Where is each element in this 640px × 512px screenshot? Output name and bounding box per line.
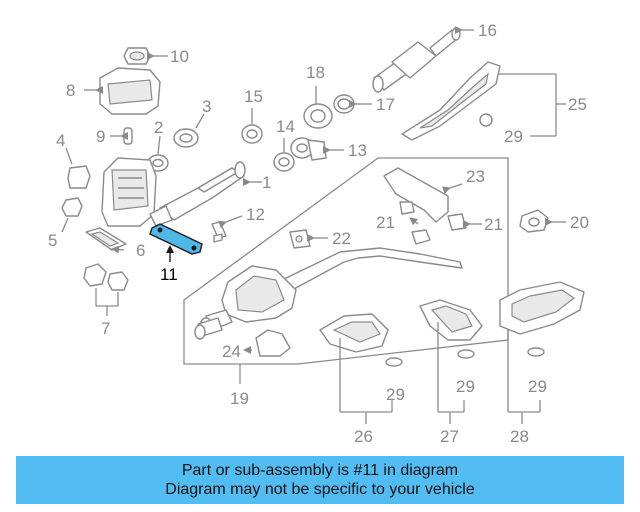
part-24-bracket[interactable] (243, 329, 291, 357)
part-18-flange[interactable] (303, 86, 333, 129)
part-6-plate[interactable] (85, 227, 127, 254)
callout-2: 2 (154, 118, 163, 137)
callout-24: 24 (222, 342, 241, 361)
part-28-shield[interactable] (499, 281, 585, 424)
part-12-bolt[interactable] (211, 215, 243, 243)
part-1-front-pipe[interactable] (149, 161, 262, 227)
part-21-hanger-left[interactable] (399, 201, 431, 245)
callout-9: 9 (96, 127, 105, 146)
callout-11: 11 (160, 265, 178, 284)
banner-line-1: Part or sub-assembly is #11 in diagram (181, 462, 459, 479)
callout-6: 6 (136, 241, 145, 260)
part-9-pin[interactable] (110, 127, 133, 145)
part-8-cover[interactable] (84, 67, 161, 115)
part-25-heat-shield[interactable] (401, 61, 566, 141)
callout-19: 19 (230, 389, 249, 408)
part-16-converter-pipe[interactable] (372, 26, 474, 93)
part-3-gasket[interactable] (173, 113, 205, 148)
part-20-sensor[interactable] (519, 209, 566, 233)
banner-line-2: Diagram may not be specific to your vehi… (165, 481, 475, 498)
callout-8: 8 (66, 81, 75, 100)
callout-17: 17 (376, 95, 395, 114)
part-27-shield[interactable] (419, 299, 483, 424)
part-2-gasket[interactable] (147, 135, 169, 172)
catalytic-converter[interactable] (101, 157, 157, 227)
callout-21-a: 21 (376, 213, 395, 232)
callout-22: 22 (332, 229, 351, 248)
part-4-bracket[interactable] (65, 147, 91, 189)
callout-29-a: 29 (504, 127, 523, 146)
callout-21-b: 21 (484, 215, 503, 234)
info-banner: Part or sub-assembly is #11 in diagram D… (16, 456, 624, 504)
part-17-gasket[interactable] (333, 94, 372, 114)
callout-13: 13 (348, 141, 367, 160)
part-5-grommet[interactable] (61, 197, 83, 233)
callout-29-b: 29 (386, 385, 405, 404)
part-10-nut[interactable] (123, 47, 168, 65)
group-19-outline (183, 157, 509, 365)
callout-27: 27 (440, 427, 459, 446)
part-26-shield[interactable] (319, 313, 403, 424)
part-11-bracket[interactable] (149, 223, 203, 262)
part-14-clamp[interactable] (273, 138, 295, 172)
callout-4: 4 (56, 131, 65, 150)
part-7-nuts[interactable] (83, 263, 129, 316)
part-13-clamp[interactable] (290, 137, 344, 161)
callout-20: 20 (570, 213, 589, 232)
callout-28: 28 (510, 427, 529, 446)
callout-25: 25 (568, 95, 587, 114)
part-23-bracket[interactable] (383, 167, 463, 223)
callout-14: 14 (276, 117, 295, 136)
callout-29-d: 29 (528, 377, 547, 396)
part-15-gasket[interactable] (241, 108, 263, 144)
callout-10: 10 (170, 47, 189, 66)
callout-1: 1 (262, 173, 271, 192)
callout-26: 26 (354, 427, 373, 446)
exhaust-parts-diagram: 10 8 9 3 2 4 5 (48, 21, 589, 446)
callout-3: 3 (202, 97, 211, 116)
callout-7: 7 (101, 319, 110, 338)
callout-18: 18 (306, 63, 325, 82)
callout-12: 12 (246, 205, 265, 224)
muffler-tailpipe[interactable] (194, 247, 463, 340)
callout-29-c: 29 (456, 377, 475, 396)
callout-23: 23 (466, 167, 485, 186)
part-22-hanger[interactable] (289, 229, 328, 249)
callout-5: 5 (48, 231, 57, 250)
callout-15: 15 (244, 87, 263, 106)
part-21-hanger-right[interactable] (447, 213, 482, 231)
callout-16: 16 (478, 21, 497, 40)
